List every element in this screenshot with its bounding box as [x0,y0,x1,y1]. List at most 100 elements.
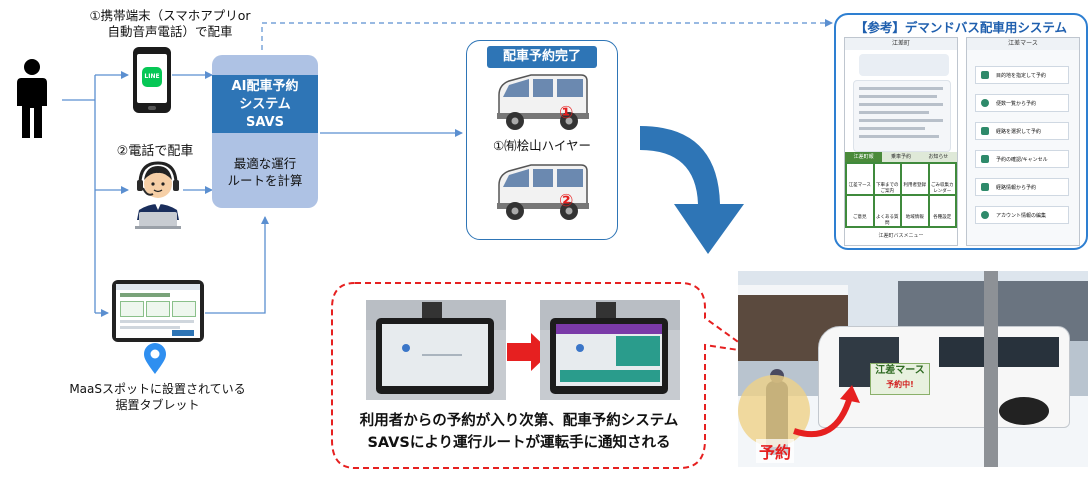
savs-description: 最適な運行 ルートを計算 [212,155,318,189]
smartphone-screen: LINE [137,54,167,103]
tablet-row-1 [120,320,194,323]
photo-after-dot [576,344,584,352]
phone1-text-2 [859,95,937,98]
phone2-header: 江差マース [967,38,1079,50]
operator-name: ①㈲桧山ハイヤー [492,138,592,153]
tablet-screen [116,284,200,338]
phone1-chat-bubble-1 [859,54,949,76]
phone1-tabs: 江差町報 乗車予約 お知らせ [845,152,957,162]
savs-system-box: AI配車予約 システム SAVS 最適な運行 ルートを計算 [212,55,318,208]
phone1-tile-3[interactable]: 利用者登録 [902,164,928,194]
tablet-label: MaaSスポットに設置されている 据置タブレット [60,381,255,413]
user-person-icon [17,59,47,138]
photo-van-wheel [999,397,1049,425]
phone1-tile-6[interactable]: よくある質問 [874,196,900,226]
van-sign-text: 江差マース [875,365,925,376]
phone1-tab-2[interactable]: 乗車予約 [882,152,920,162]
reference-phone-1: 江差町 江差町報 乗車予約 お知らせ 江差マース 下車までのご案内 利用者登録 [844,37,958,246]
phone2-menu-icon-5 [981,183,989,191]
tablet-label-line2: 据置タブレット [115,398,200,412]
phone2-menu-icon-2 [981,99,989,107]
phone2-menu-item-5[interactable]: 経路情報から予約 [975,178,1069,196]
savs-title-line3: SAVS [246,115,284,130]
photo-after-screen [556,324,662,386]
phone2-menu-icon-6 [981,211,989,219]
photo-after-tablet [550,318,668,394]
phone2-menu-item-3[interactable]: 経路を選択して予約 [975,122,1069,140]
photo-after-panel [616,336,660,366]
phone1-header: 江差町 [845,38,957,50]
van-1-icon [497,74,589,130]
reference-title: 【参考】デマンドバス配車用システム [854,20,1068,35]
photo-before-dot [402,344,410,352]
phone1-tab-1[interactable]: 江差町報 [845,152,883,162]
phone1-chat-bubble-2 [853,80,951,152]
dashed-to-reference [261,19,833,50]
savs-title-line2: システム [239,97,291,112]
smartphone-label-line2: 自動音声電話）で配車 [107,24,233,39]
notice-text: 利用者からの予約が入り次第、配車予約システム SAVSにより運行ルートが運転手に… [336,410,702,454]
phone1-footer: 江差町バスメニュー [878,233,924,239]
reservation-complete-box: 配車予約完了 ① ①㈲桧山ハイヤー ② [466,40,618,240]
flow-down-arrow [640,126,744,254]
phone1-tile-4[interactable]: ごみ収集カレンダー [929,164,955,194]
savs-body-line2: ルートを計算 [227,173,303,188]
phone2-menu-item-4[interactable]: 予約の確認/キャンセル [975,150,1069,168]
tablet-to-savs [205,216,269,314]
phone1-menu-grid: 江差マース 下車までのご案内 利用者登録 ごみ収集カレンダー ご意見 よくある質… [845,162,957,228]
savs-title-band: AI配車予約 システム SAVS [212,75,318,133]
phone1-text-1 [859,87,943,90]
phone2-menu-icon-1 [981,71,989,79]
tablet-label-line1: MaaSスポットに設置されている [69,382,246,396]
phone1-text-5 [859,119,943,122]
photo-van-body [818,326,1070,428]
phone2-menu-item-2[interactable]: 便数一覧から予約 [975,94,1069,112]
curved-red-arrow [793,385,860,438]
tablet-card-3 [172,301,196,317]
notice-line1: 利用者からの予約が入り次第、配車予約システム [359,413,679,429]
field-photo: 江差マース 予約中! 予約 [738,271,1088,467]
driver-tablet-photo-after [540,300,680,400]
photo-before-screen [382,324,488,386]
reserved-label: 予約 [756,439,795,463]
phone1-text-7 [859,135,939,138]
phone1-tab-3[interactable]: お知らせ [919,152,957,162]
photo-pole [984,271,998,467]
call-operator-icon [135,161,181,229]
van-1-number: ① [559,103,574,123]
smartphone-label: ①携帯端末（スマホアプリor 自動音声電話）で配車 [70,8,270,40]
savs-title-line1: AI配車予約 [231,79,299,94]
phone1-text-4 [859,111,929,114]
phone1-text-3 [859,103,943,106]
phone1-tile-1[interactable]: 江差マース [847,164,873,194]
van-2-number: ② [559,191,574,211]
reference-phone-2: 江差マース 目的地を指定して予約 便数一覧から予約 経路を選択して予約 予約の確… [966,37,1080,246]
reference-system-box: 【参考】デマンドバス配車用システム 江差町 江差町報 乗車予約 お知らせ 江差マ… [834,13,1088,250]
line-app-icon: LINE [142,67,162,87]
phone1-tile-7[interactable]: 地域情報 [902,196,928,226]
van-2-icon [497,164,589,220]
phone2-menu-item-6[interactable]: アカウント情報の編集 [975,206,1069,224]
phone1-tile-2[interactable]: 下車までのご案内 [874,164,900,194]
photo-before-mount [422,302,442,318]
tablet-topbar [116,284,200,290]
phone2-menu-item-1[interactable]: 目的地を指定して予約 [975,66,1069,84]
phone-call-label: ②電話で配車 [116,144,194,159]
phone2-menu-icon-4 [981,155,989,163]
phone1-tile-8[interactable]: 各種設定 [929,196,955,226]
van-sign: 江差マース 予約中! [870,363,930,395]
tablet-card-1 [120,301,144,317]
reservation-title: 配車予約完了 [487,46,597,68]
driver-tablet-photo-before [366,300,506,400]
smartphone-label-line1: ①携帯端末（スマホアプリor [89,8,251,23]
photo-after-mount [596,302,616,318]
photo-before-tablet [376,318,494,394]
photo-before-line [422,354,462,356]
tablet-row-2 [120,326,180,329]
photo-after-topbar [556,324,662,334]
savs-body-line1: 最適な運行 [233,156,297,171]
phone1-tile-5[interactable]: ご意見 [847,196,873,226]
map-pin-icon [144,343,166,374]
